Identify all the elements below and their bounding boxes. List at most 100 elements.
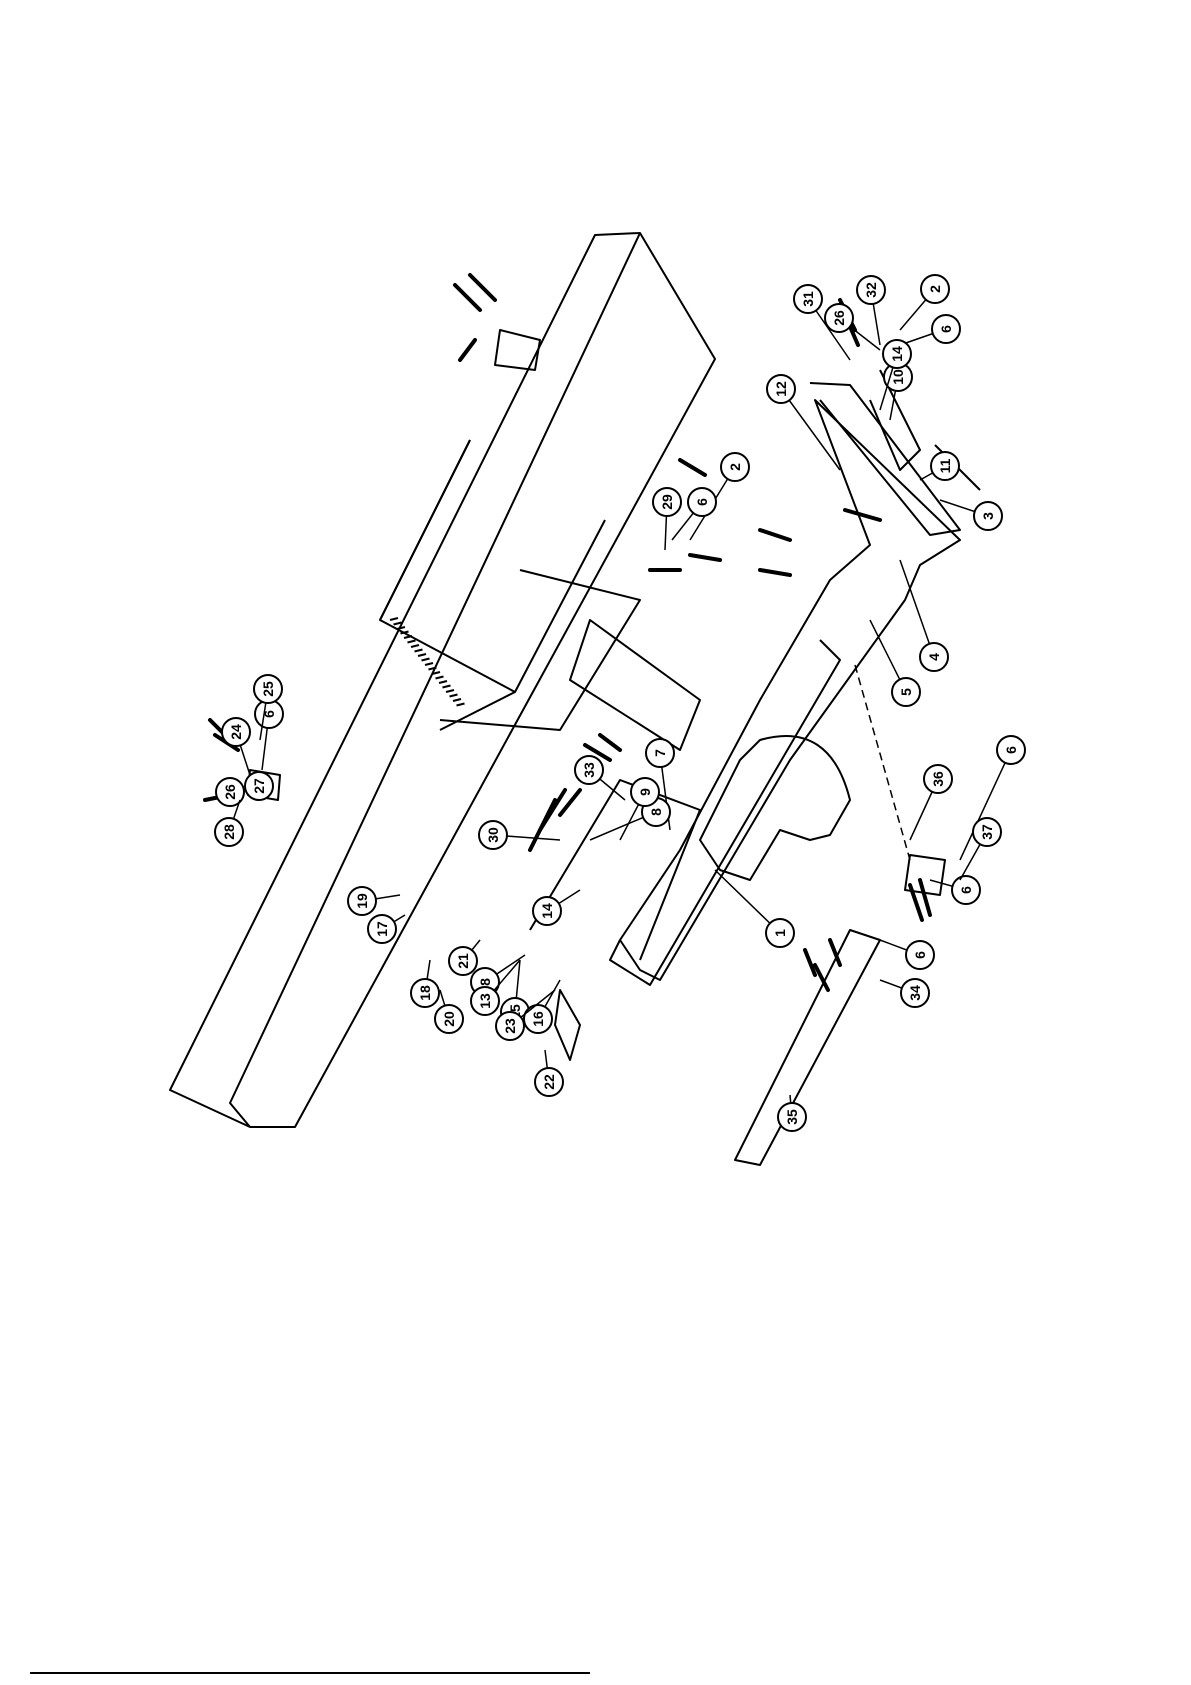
callout-number: 22 (541, 1074, 557, 1090)
callout-number: 4 (926, 653, 942, 661)
cutterhead (570, 620, 700, 750)
callout-4: 4 (900, 560, 948, 671)
leader-line (900, 560, 934, 657)
callout-number: 1 (772, 929, 788, 937)
callout-number: 30 (485, 827, 501, 843)
callout-number: 14 (539, 903, 555, 919)
callout-17: 17 (368, 915, 405, 943)
callout-number: 6 (694, 498, 710, 506)
callout-number: 37 (979, 824, 995, 840)
callout-6: 6 (930, 876, 980, 904)
callout-number: 21 (455, 953, 471, 969)
callout-number: 33 (581, 762, 597, 778)
callout-11: 11 (920, 452, 959, 480)
callout-number: 25 (260, 681, 276, 697)
callout-number: 31 (800, 291, 816, 307)
bolt (805, 950, 815, 975)
bolt (845, 510, 880, 520)
callout-number: 26 (222, 784, 238, 800)
bolt (460, 340, 475, 360)
callout-14: 14 (533, 890, 580, 925)
comb-tooth (404, 636, 412, 638)
callout-number: 18 (417, 985, 433, 1001)
lever-handle (555, 990, 580, 1060)
callout-8: 8 (590, 798, 670, 840)
bolt (910, 885, 922, 920)
callout-29: 29 (653, 488, 681, 550)
callout-number: 32 (863, 282, 879, 298)
callout-number: 19 (354, 893, 370, 909)
callout-number: 28 (221, 824, 237, 840)
bolt (455, 285, 480, 310)
callout-number: 14 (889, 346, 905, 362)
outfeed-table (170, 233, 715, 1127)
callout-number: 16 (530, 1011, 546, 1027)
callout-number: 2 (727, 463, 743, 471)
extension-table (735, 930, 880, 1165)
blade-guard (700, 736, 850, 880)
callout-number: 36 (930, 771, 946, 787)
bolt (920, 880, 930, 915)
callout-12: 12 (767, 375, 840, 470)
comb-tooth (425, 663, 433, 665)
footer-rule (30, 1672, 590, 1674)
callout-24: 24 (222, 718, 250, 775)
callout-number: 6 (958, 886, 974, 894)
callout-10: 10 (884, 363, 912, 420)
callout-number: 6 (912, 951, 928, 959)
callout-number: 9 (637, 788, 653, 796)
callout-number: 3 (980, 512, 996, 520)
callout-number: 20 (441, 1011, 457, 1027)
callout-33: 33 (575, 756, 625, 800)
callout-number: 24 (228, 724, 244, 740)
comb-tooth (418, 654, 426, 656)
comb-tooth (411, 645, 419, 647)
callout-number: 6 (938, 325, 954, 333)
comb-tooth (390, 618, 398, 620)
callout-number: 6 (1003, 746, 1019, 754)
callout-18: 18 (411, 960, 439, 1007)
callout-number: 8 (477, 978, 493, 986)
callout-1: 1 (715, 870, 794, 947)
bolt (690, 555, 720, 560)
comb-tooth (436, 677, 444, 679)
comb-tooth (394, 623, 402, 625)
leader-line (781, 389, 840, 470)
callout-37: 37 (960, 818, 1001, 880)
comb-tooth (408, 641, 416, 643)
bracket-top (495, 330, 540, 370)
callout-number: 13 (477, 993, 493, 1009)
bolt (680, 460, 705, 475)
comb-tooth (422, 659, 430, 661)
bolt (760, 530, 790, 540)
callout-5: 5 (870, 620, 920, 706)
bolt (540, 790, 565, 830)
comb-tooth (453, 699, 461, 701)
callout-number: 7 (652, 749, 668, 757)
callout-27: 27 (245, 772, 273, 800)
callout-6: 6 (255, 700, 283, 770)
callout-19: 19 (348, 887, 400, 915)
comb-tooth (450, 695, 458, 697)
callout-6: 6 (880, 940, 934, 969)
bolt (470, 275, 495, 300)
comb-tooth (457, 704, 465, 706)
callout-number: 8 (648, 808, 664, 816)
bolt (600, 735, 620, 750)
callout-35: 35 (778, 1095, 806, 1131)
callout-number: 35 (784, 1109, 800, 1125)
comb-tooth (446, 690, 454, 692)
comb-tooth (415, 650, 423, 652)
comb-tooth (439, 681, 447, 683)
callout-number: 12 (773, 381, 789, 397)
callout-number: 17 (374, 921, 390, 937)
callout-36: 36 (910, 765, 952, 840)
callout-number: 29 (659, 494, 675, 510)
callout-21: 21 (449, 940, 480, 975)
callout-30: 30 (479, 821, 560, 849)
comb-tooth (397, 627, 405, 629)
callout-number: 11 (937, 458, 953, 473)
bolt (760, 570, 790, 575)
